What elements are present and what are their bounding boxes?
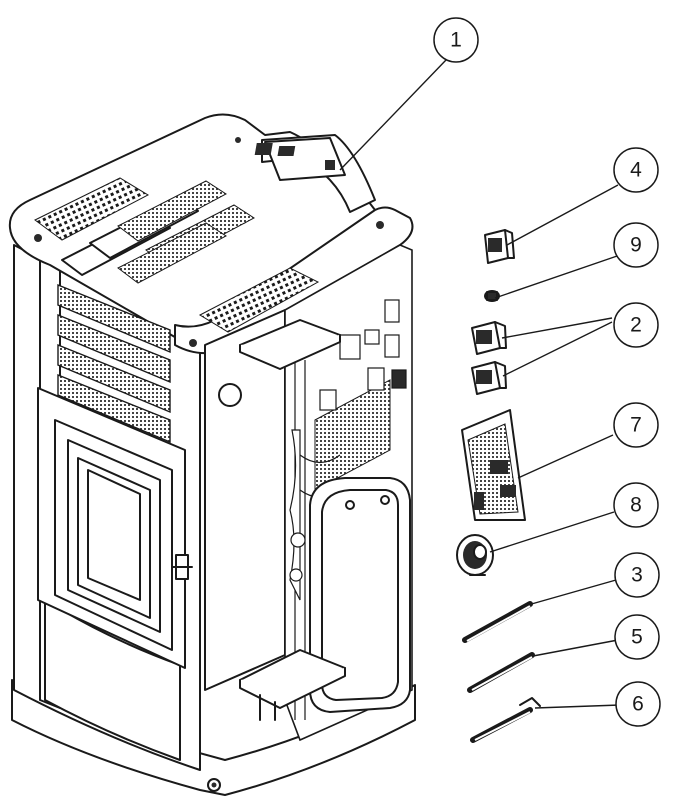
part-9-fuse — [484, 290, 500, 302]
part-4-switch — [484, 229, 515, 264]
callout-6: 6 — [615, 681, 661, 727]
top-screw — [189, 339, 197, 347]
callout-7: 7 — [613, 402, 659, 448]
front-louvers — [57, 283, 171, 444]
callout-3: 3 — [614, 552, 660, 598]
callout-5: 5 — [614, 614, 660, 660]
top-screw — [34, 234, 42, 242]
svg-text:1: 1 — [450, 29, 462, 52]
callout-4: 4 — [613, 147, 659, 193]
svg-text:4: 4 — [630, 159, 642, 182]
callout-8: 8 — [613, 482, 659, 528]
top-vent-left — [34, 177, 150, 241]
part-8-sensor — [456, 534, 494, 576]
svg-text:8: 8 — [630, 494, 642, 517]
part-5-probe — [467, 652, 535, 693]
part-6-probe — [470, 697, 541, 743]
callout-2: 2 — [613, 302, 659, 348]
callout-9: 9 — [613, 222, 659, 268]
part-7-control-board — [461, 409, 526, 521]
callout-1: 1 — [433, 17, 479, 63]
front-door — [37, 387, 193, 669]
leader-lines — [339, 59, 621, 709]
svg-text:6: 6 — [632, 693, 644, 716]
svg-text:9: 9 — [630, 234, 642, 257]
stove-body — [8, 113, 416, 796]
top-screw — [235, 137, 241, 143]
top-vent-right — [198, 267, 320, 333]
top-screw — [376, 221, 384, 229]
svg-text:5: 5 — [631, 626, 643, 649]
svg-text:3: 3 — [631, 564, 643, 587]
part-3-igniter — [462, 601, 533, 643]
svg-text:2: 2 — [630, 314, 642, 337]
control-panel — [254, 134, 376, 213]
top-fins — [61, 180, 255, 284]
interior-components — [289, 299, 407, 720]
part-2-relays — [471, 321, 507, 395]
side-porthole — [218, 383, 242, 407]
front-lower-panel — [44, 599, 181, 761]
svg-text:7: 7 — [630, 414, 642, 437]
